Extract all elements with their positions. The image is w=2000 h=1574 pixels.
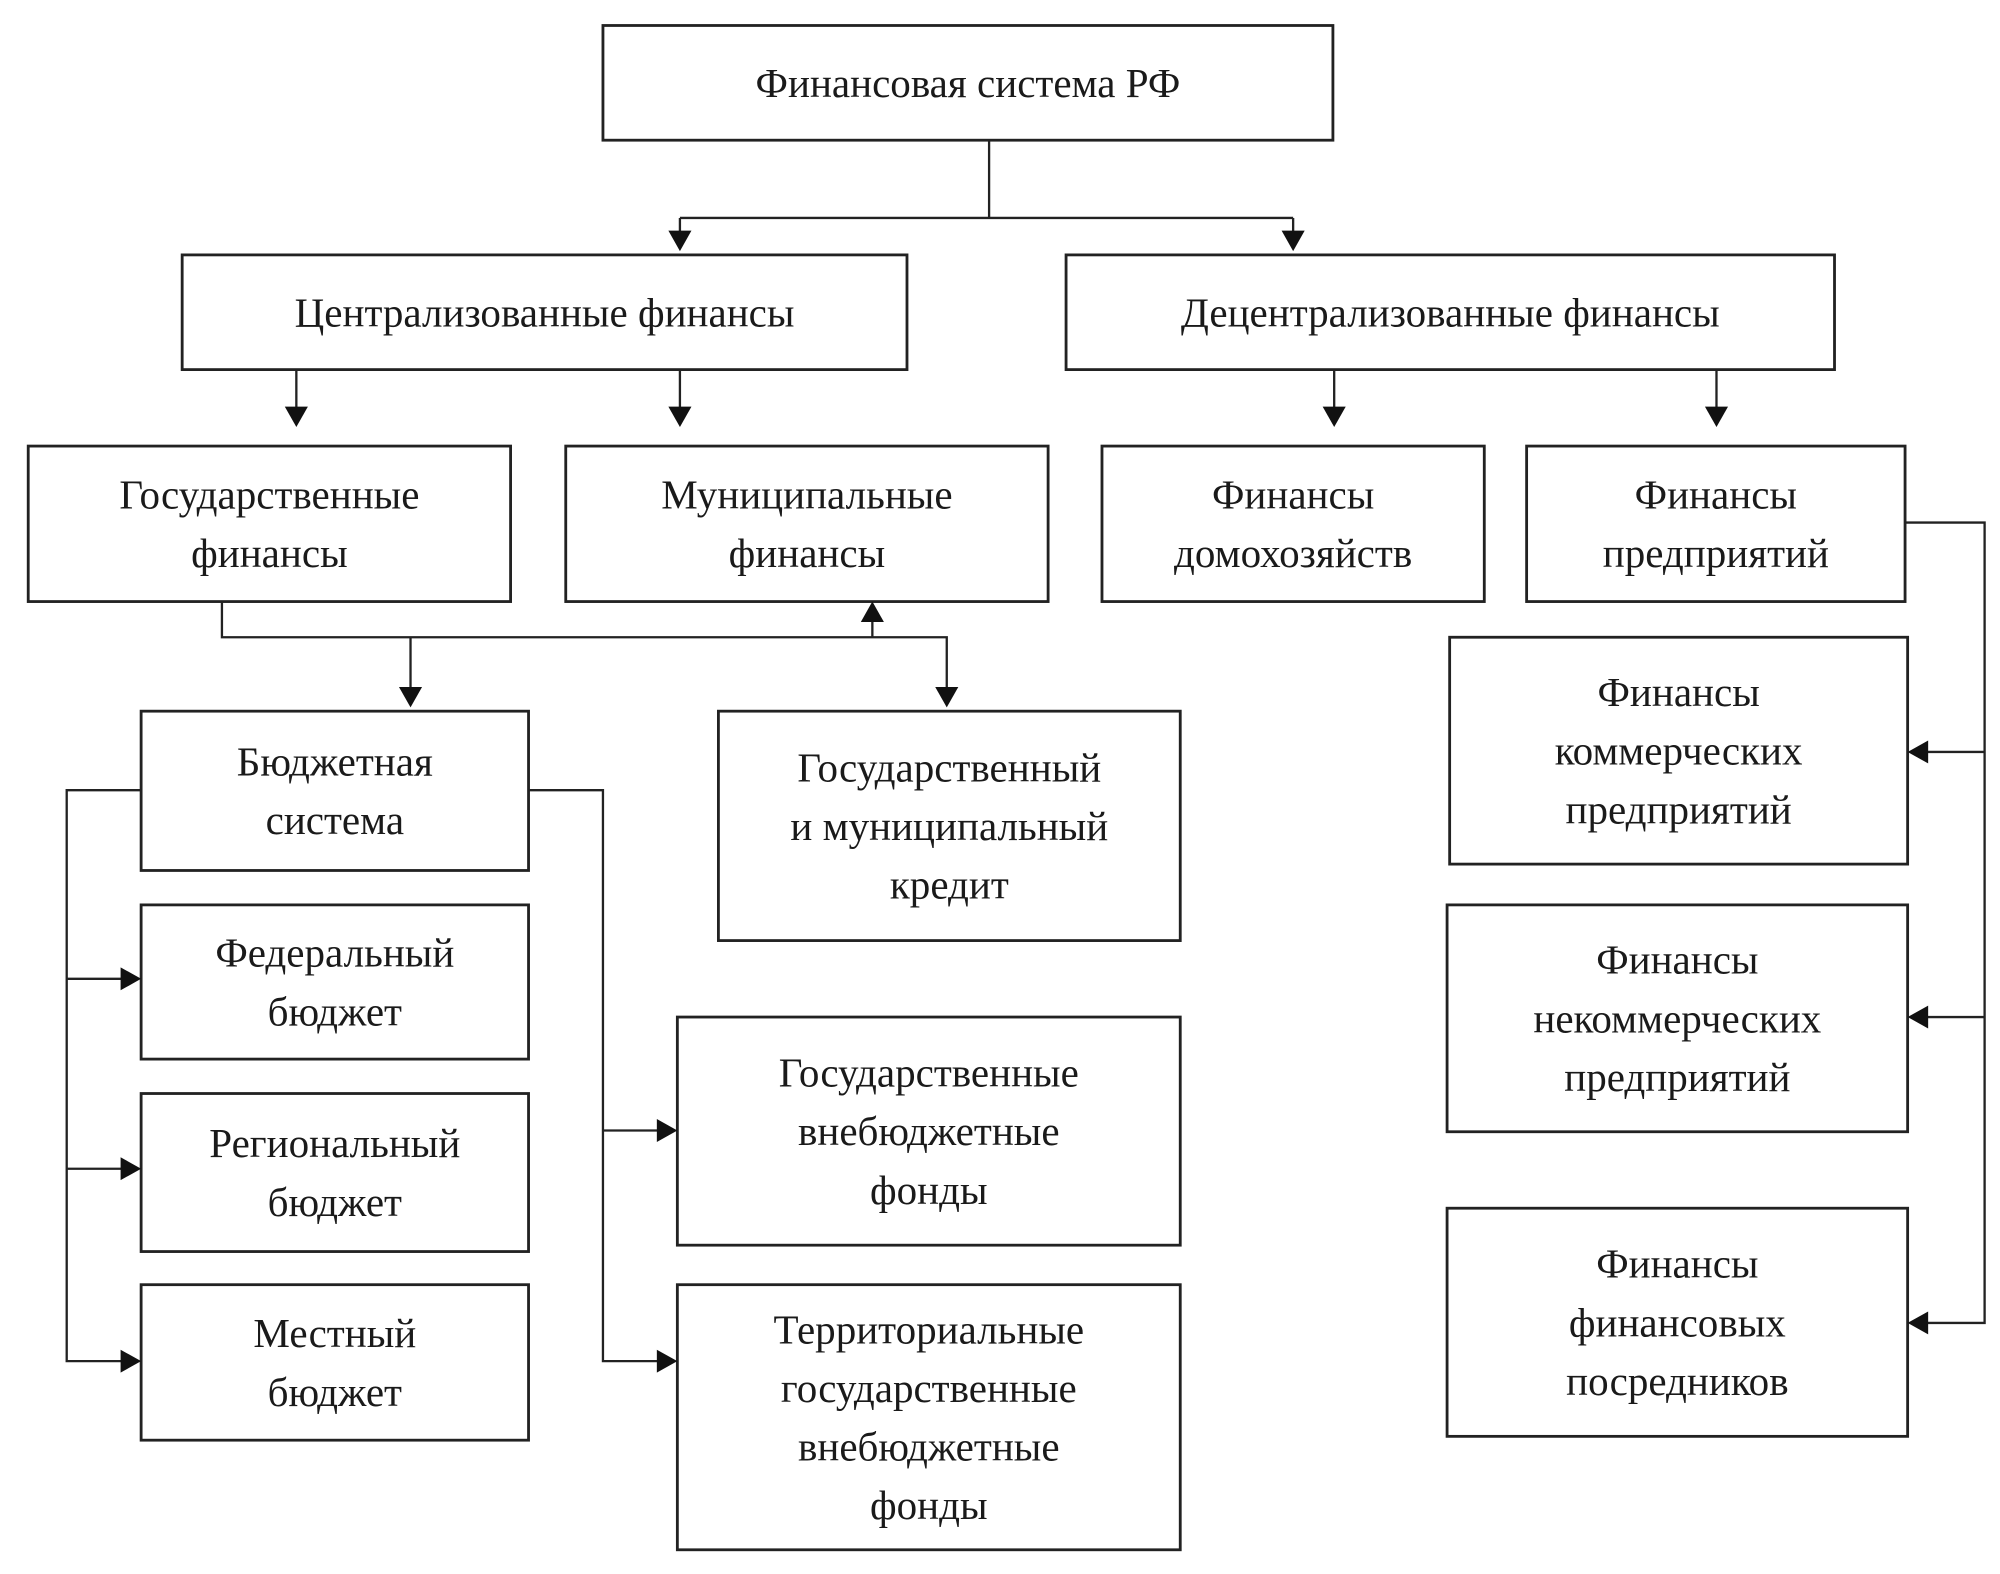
node-label-line: бюджет bbox=[268, 989, 402, 1034]
node-label-line: домохозяйств bbox=[1174, 531, 1412, 576]
node-box bbox=[601, 24, 1335, 142]
node-label-line: Финансовая система РФ bbox=[756, 61, 1181, 106]
node-label-line: внебюджетные bbox=[798, 1109, 1060, 1154]
node-box bbox=[139, 1092, 530, 1253]
node-federal-budget: Федеральный бюджет bbox=[139, 903, 530, 1061]
node-label-line: внебюджетные bbox=[798, 1425, 1060, 1470]
node-label-line: и муниципальный bbox=[790, 804, 1108, 849]
node-label-line: система bbox=[266, 798, 404, 843]
node-intermediaries: Финансы финансовых посредников bbox=[1445, 1206, 1910, 1438]
node-label-line: бюджет bbox=[268, 1370, 402, 1415]
arrow-down-icon bbox=[668, 230, 692, 252]
arrow-right-icon bbox=[120, 1349, 142, 1373]
node-box bbox=[1445, 1206, 1910, 1438]
node-box bbox=[1100, 444, 1486, 603]
node-label-line: Финансы bbox=[1596, 938, 1758, 983]
node-box bbox=[180, 253, 909, 372]
node-label-line: предприятий bbox=[1564, 1055, 1790, 1100]
node-label-line: некоммерческих bbox=[1533, 996, 1821, 1041]
node-label-line: Территориальные bbox=[773, 1307, 1084, 1352]
node-label-line: предприятий bbox=[1566, 787, 1792, 832]
node-budget-system: Бюджетная система bbox=[139, 709, 530, 872]
node-box bbox=[675, 1283, 1182, 1552]
node-label-line: Финансы bbox=[1596, 1242, 1758, 1287]
node-box bbox=[716, 709, 1182, 942]
node-label-line: Финансы bbox=[1212, 473, 1374, 518]
arrow-up-icon bbox=[860, 601, 884, 622]
node-box bbox=[1064, 253, 1836, 372]
arrow-down-icon bbox=[668, 406, 692, 427]
node-state-finance: Государственные финансы bbox=[26, 444, 512, 603]
node-label-line: Местный bbox=[253, 1311, 416, 1356]
arrow-right-icon bbox=[120, 1157, 142, 1181]
node-label-line: Финансы bbox=[1597, 670, 1759, 715]
node-decentralized: Децентрализованные финансы bbox=[1064, 253, 1836, 372]
node-label-line: Финансы bbox=[1635, 473, 1797, 518]
arrow-left-icon bbox=[1907, 1005, 1929, 1029]
node-box bbox=[1525, 444, 1907, 603]
node-regional-budget: Региональный бюджет bbox=[139, 1092, 530, 1253]
node-municipal-finance: Муниципальные финансы bbox=[564, 444, 1050, 603]
arrow-down-icon bbox=[935, 686, 959, 708]
node-label-line: Муниципальные bbox=[661, 473, 952, 518]
node-enterprise-finance: Финансы предприятий bbox=[1525, 444, 1907, 603]
node-label-line: Государственные bbox=[779, 1051, 1079, 1096]
node-noncommercial: Финансы некоммерческих предприятий bbox=[1445, 903, 1910, 1134]
node-label-line: Федеральный bbox=[215, 931, 454, 976]
node-state-funds: Государственные внебюджетные фонды bbox=[675, 1015, 1182, 1247]
node-label-line: коммерческих bbox=[1555, 729, 1803, 774]
node-label-line: Государственный bbox=[797, 745, 1101, 790]
node-box bbox=[26, 444, 512, 603]
node-label-line: предприятий bbox=[1603, 531, 1829, 576]
arrow-right-icon bbox=[656, 1119, 678, 1142]
node-root: Финансовая система РФ bbox=[601, 24, 1335, 142]
node-label-line: Централизованные финансы bbox=[295, 290, 795, 335]
node-box bbox=[675, 1015, 1182, 1247]
connectors bbox=[65, 140, 1986, 1363]
node-label-line: посредников bbox=[1566, 1359, 1788, 1404]
arrow-left-icon bbox=[1907, 740, 1929, 764]
node-local-budget: Местный бюджет bbox=[139, 1283, 530, 1442]
arrow-right-icon bbox=[656, 1349, 678, 1373]
node-label-line: финансовых bbox=[1569, 1300, 1786, 1345]
arrow-down-icon bbox=[1322, 406, 1346, 427]
node-household-finance: Финансы домохозяйств bbox=[1100, 444, 1486, 603]
node-label-line: кредит bbox=[890, 863, 1009, 908]
node-box bbox=[564, 444, 1050, 603]
node-box bbox=[139, 1283, 530, 1442]
node-box bbox=[1445, 903, 1910, 1134]
node-centralized: Централизованные финансы bbox=[180, 253, 909, 372]
node-label-line: Децентрализованные финансы bbox=[1181, 290, 1720, 335]
arrow-right-icon bbox=[120, 967, 142, 991]
arrowheads bbox=[120, 230, 1929, 1373]
node-label-line: финансы bbox=[729, 531, 885, 576]
node-label-line: Бюджетная bbox=[237, 740, 433, 785]
node-label-line: финансы bbox=[191, 531, 347, 576]
node-label-line: государственные bbox=[781, 1366, 1077, 1411]
node-credit: Государственный и муниципальный кредит bbox=[716, 709, 1182, 942]
node-territorial-funds: Территориальные государственные внебюджетн… bbox=[675, 1283, 1182, 1552]
node-label-line: Региональный bbox=[209, 1121, 460, 1166]
arrow-down-icon bbox=[284, 406, 308, 427]
node-box bbox=[139, 903, 530, 1061]
arrow-left-icon bbox=[1907, 1311, 1929, 1335]
arrow-down-icon bbox=[1704, 406, 1729, 427]
node-label-line: фонды bbox=[870, 1168, 988, 1213]
node-label-line: фонды bbox=[870, 1483, 988, 1528]
node-box bbox=[1448, 635, 1910, 866]
node-box bbox=[139, 709, 530, 872]
node-label-line: бюджет bbox=[268, 1180, 402, 1225]
arrow-down-icon bbox=[398, 686, 423, 708]
arrow-down-icon bbox=[1281, 230, 1305, 252]
node-label-line: Государственные bbox=[119, 473, 419, 518]
node-commercial: Финансы коммерческих предприятий bbox=[1448, 635, 1910, 866]
